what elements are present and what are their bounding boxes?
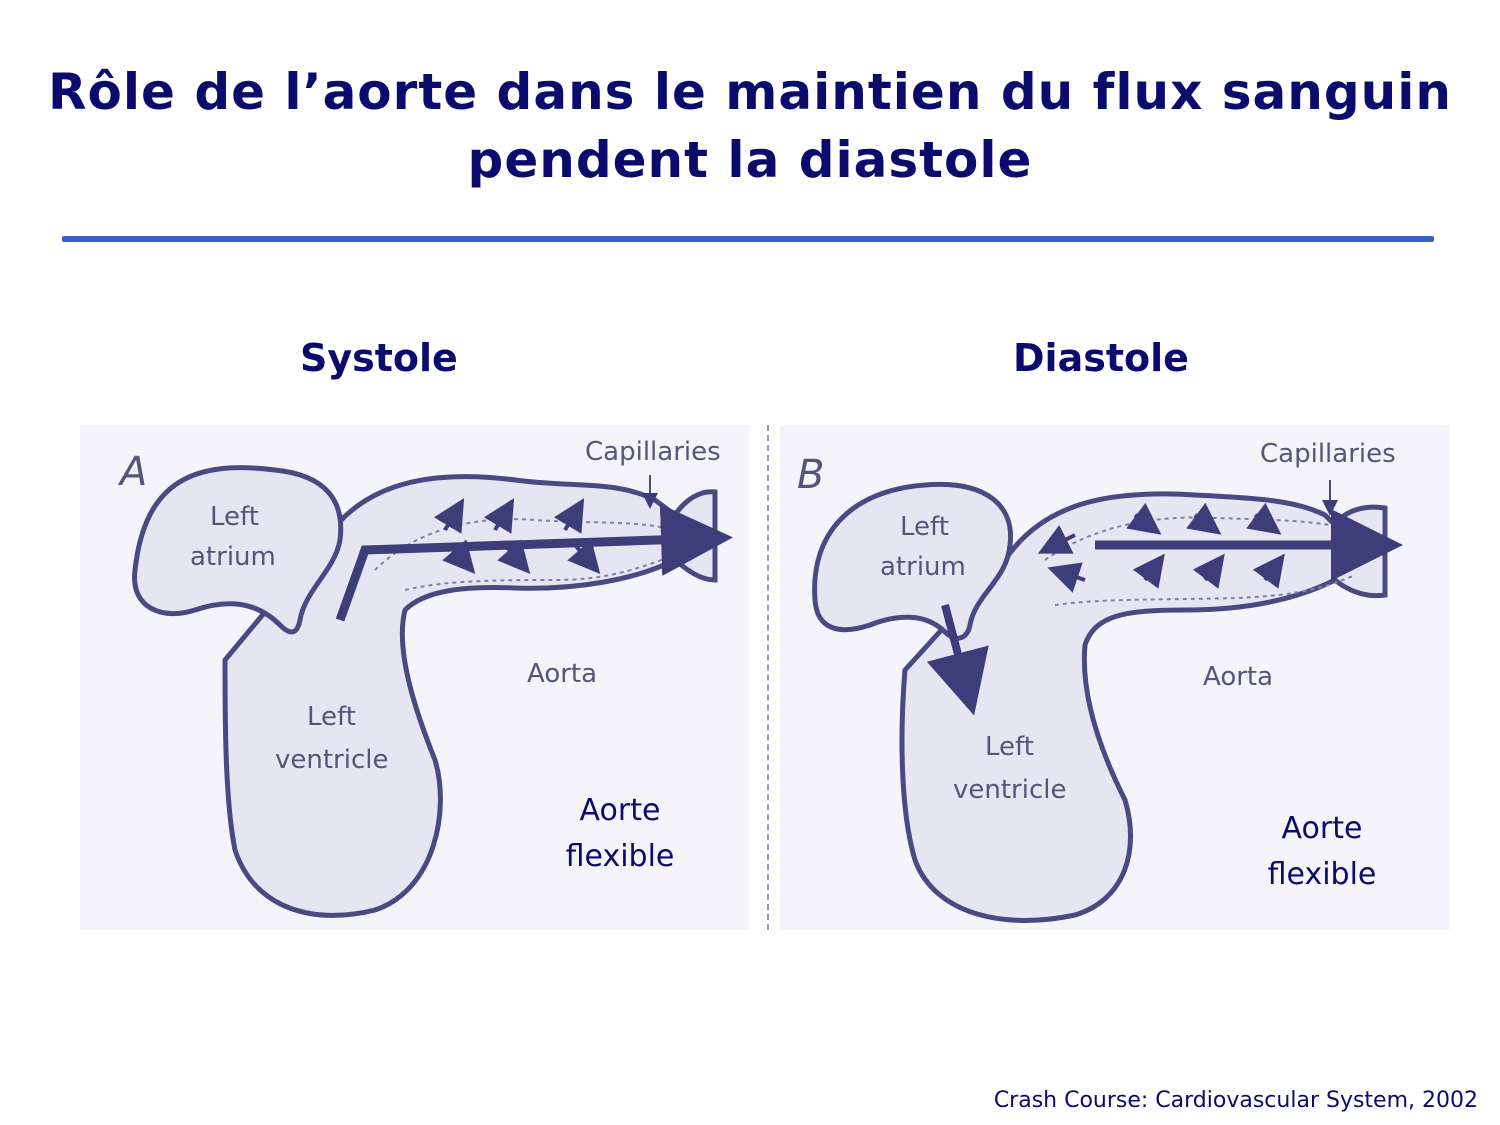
- left-ventricle-label-line2: ventricle: [953, 775, 1066, 805]
- left-ventricle-label-line1: Left: [307, 702, 356, 732]
- panel-divider: [767, 425, 769, 930]
- left-atrium-shape: [132, 465, 344, 635]
- diastole-note-line2: flexible: [1267, 857, 1377, 892]
- title-line-2: pendent la diastole: [467, 131, 1033, 189]
- capillaries-label: Capillaries: [585, 437, 721, 467]
- figure-a-letter: A: [117, 449, 147, 495]
- filling-arrow: [926, 603, 989, 716]
- diastole-note-line1: Aorte: [1281, 811, 1363, 846]
- figure-b-letter: B: [797, 452, 824, 498]
- systole-note-line2: flexible: [565, 839, 675, 874]
- left-ventricle-label-line2: ventricle: [275, 745, 388, 775]
- diastole-note: Aorte flexible: [1222, 806, 1422, 898]
- left-atrium-label-line2: atrium: [880, 552, 966, 582]
- left-ventricle-label-line1: Left: [985, 732, 1034, 762]
- left-atrium-label-line2: atrium: [190, 542, 276, 572]
- aorta-shape: [899, 491, 1388, 923]
- source-credit: Crash Course: Cardiovascular System, 200…: [993, 1088, 1478, 1113]
- left-atrium-label-line1: Left: [900, 512, 949, 542]
- systole-note-line1: Aorte: [579, 793, 661, 828]
- title-line-1: Rôle de l’aorte dans le maintien du flux…: [48, 63, 1452, 121]
- diastole-diagram: B Capillaries Left atrium Aorta Left ven…: [780, 425, 1450, 930]
- aorta-label: Aorta: [527, 659, 597, 689]
- systole-heading: Systole: [300, 336, 458, 380]
- systole-diagram: A Capillaries Left atrium Aorta Left ven…: [80, 425, 750, 930]
- aorta-label: Aorta: [1203, 662, 1273, 692]
- slide-title: Rôle de l’aorte dans le maintien du flux…: [30, 58, 1470, 194]
- diastole-heading: Diastole: [1013, 336, 1189, 380]
- systole-note: Aorte flexible: [520, 788, 720, 880]
- capillaries-label: Capillaries: [1260, 439, 1396, 469]
- left-atrium-label-line1: Left: [210, 502, 259, 532]
- title-divider: [62, 236, 1434, 242]
- left-atrium-shape: [812, 481, 1014, 641]
